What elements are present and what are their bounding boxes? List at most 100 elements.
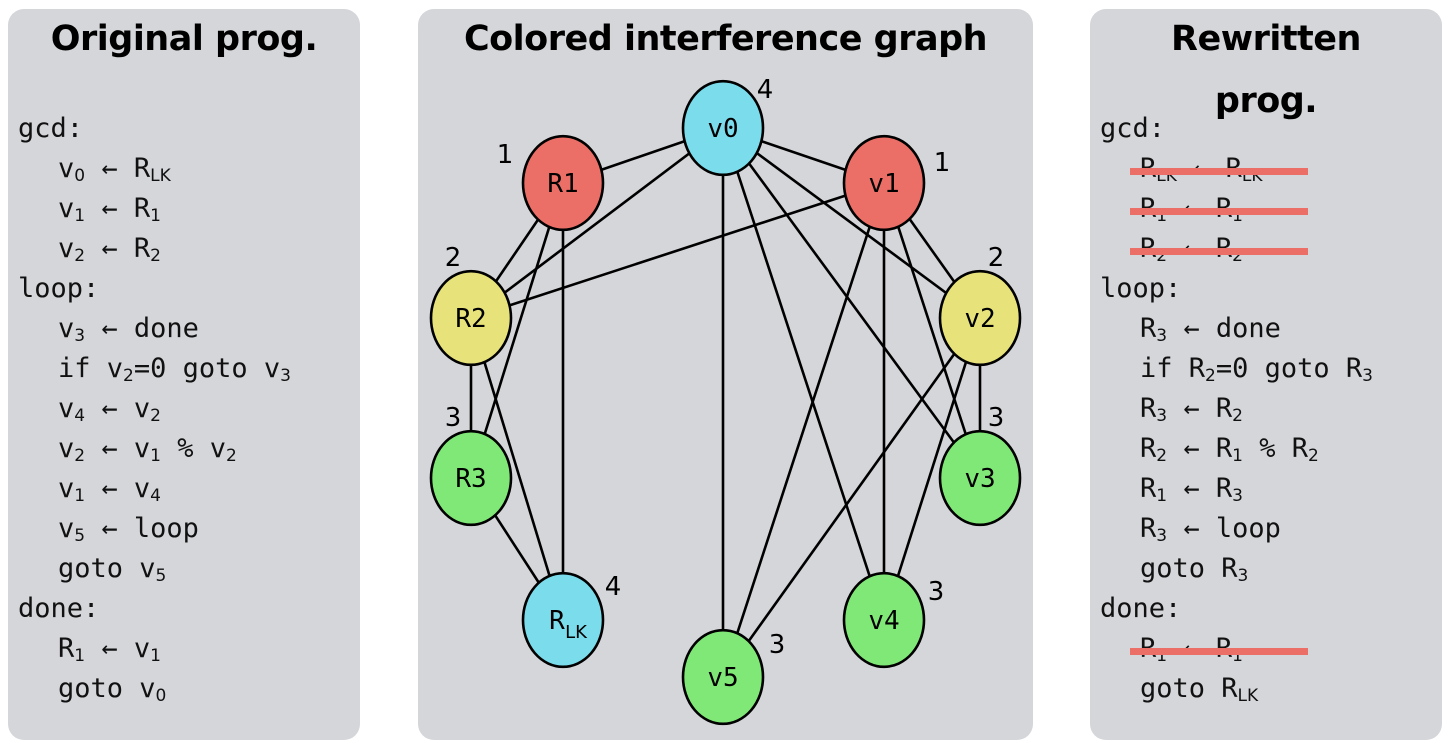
subscript: 1 (1232, 446, 1243, 466)
node-color-number: 3 (928, 577, 945, 607)
graph-edge-R1-R3 (469, 182, 565, 479)
code-text: R (1140, 473, 1157, 504)
node-label: v4 (868, 606, 899, 636)
code-text: goto v (58, 553, 156, 584)
code-text: ← R (85, 233, 151, 264)
subscript: 1 (150, 646, 161, 666)
node-color-number: 3 (769, 630, 786, 660)
node-circle (681, 79, 765, 177)
code-text: R (58, 633, 75, 664)
subscript: 3 (1232, 486, 1243, 506)
subscript: 1 (1232, 206, 1243, 226)
subscript: 2 (150, 406, 161, 426)
code-text: % R (1242, 433, 1308, 464)
code-text: ← done (85, 313, 199, 344)
subscript: 3 (1156, 326, 1168, 346)
strikethrough-mark (1130, 648, 1308, 655)
strikethrough-mark (1130, 248, 1308, 255)
node-color-number: 3 (445, 403, 462, 433)
node-color-number: 4 (605, 572, 622, 602)
node-color-number: 1 (934, 148, 951, 178)
subscript: LK (1237, 686, 1259, 706)
node-circle (521, 134, 605, 232)
subscript: 2 (74, 446, 86, 466)
code-text: v (58, 153, 75, 184)
graph-node-v2: v22 (938, 243, 1022, 367)
subscript: 2 (1156, 446, 1168, 466)
interference-graph-title: Colored interference graph (463, 19, 988, 59)
right-code-line: R3 ← loop (1100, 509, 1373, 549)
code-text: gcd: (18, 113, 84, 144)
graph-edge-v1-v5 (721, 182, 886, 678)
subscript: 5 (155, 566, 167, 586)
subscript: 4 (150, 486, 161, 506)
code-text: ← v (85, 433, 151, 464)
left-code-line: R1 ← v1 (18, 629, 291, 669)
node-color-number: 1 (497, 140, 514, 170)
subscript: 3 (1156, 406, 1168, 426)
left-code-line: gcd: (18, 109, 291, 149)
subscript: 1 (74, 486, 86, 506)
code-text: % v (160, 433, 226, 464)
node-color-number: 3 (988, 403, 1005, 433)
graph-node-v5: v5 3 (681, 628, 786, 726)
left-code-line: v0 ← RLK (18, 149, 291, 189)
node-label: v5 (707, 663, 738, 693)
code-text: loop: (18, 273, 100, 304)
right-code-line: gcd: (1100, 109, 1373, 149)
subscript: 1 (74, 646, 86, 666)
code-text: if v (58, 353, 124, 384)
left-code-line: if v2=0 goto v3 (18, 349, 291, 389)
subscript: 2 (1156, 246, 1168, 266)
subscript: 2 (1205, 366, 1216, 386)
node-label: R3 (455, 464, 486, 494)
graph-node-v0: v0 4 (681, 75, 774, 177)
strikethrough-mark (1130, 208, 1308, 215)
left-code-line: v4 ← v2 (18, 389, 291, 429)
subscript: 1 (150, 206, 161, 226)
graph-node-v4: v4 3 (842, 571, 945, 669)
subscript: 2 (1307, 446, 1319, 466)
code-text: v (58, 233, 75, 264)
right-code-line: R3 ← R2 (1100, 389, 1373, 429)
subscript: 3 (1156, 526, 1168, 546)
right-code-line: goto R3 (1100, 549, 1373, 589)
graph-edge-v1-v3 (882, 182, 982, 479)
code-text: if R (1140, 353, 1206, 384)
right-code-line: goto RLK (1100, 669, 1373, 709)
graph-edge-v2-v5 (721, 317, 982, 678)
node-circle (938, 429, 1022, 527)
code-text: R (1140, 313, 1157, 344)
right-code-line: if R2=0 goto R3 (1100, 349, 1373, 389)
code-text: done: (18, 593, 100, 624)
left-code-line: v1 ← R1 (18, 189, 291, 229)
node-circle (842, 571, 926, 669)
node-color-number: 4 (757, 75, 774, 105)
code-text: loop: (1100, 273, 1182, 304)
node-label: R2 (455, 304, 486, 334)
subscript: 2 (74, 246, 86, 266)
node-label: v2 (964, 304, 995, 334)
code-text: =0 goto v (133, 353, 281, 384)
graph-node-R2: R22 (429, 243, 513, 367)
node-label: v0 (707, 114, 738, 144)
left-code-line: v3 ← done (18, 309, 291, 349)
rewritten-program-panel: Rewritten prog. gcd:RLK ← RLKR1 ← R1R2 ←… (1090, 9, 1442, 740)
original-program-title: Original prog. (50, 19, 318, 59)
subscript: 2 (123, 366, 134, 386)
code-text: ← R (85, 153, 151, 184)
subscript: 3 (280, 366, 291, 386)
subscript: 2 (150, 246, 161, 266)
node-label-subscript: LK (565, 622, 588, 643)
graph-edge-v0-v3 (721, 127, 982, 479)
node-label: v1 (868, 169, 899, 199)
node-circle (681, 628, 765, 726)
rewritten-program-title-line1: Rewritten (1171, 19, 1361, 59)
code-text: v (58, 473, 75, 504)
left-code-line: done: (18, 589, 291, 629)
graph-node-R1: R11 (497, 134, 605, 232)
left-code-line: goto v0 (18, 669, 291, 709)
subscript: 1 (1156, 486, 1168, 506)
graph-edge-v1-R2 (470, 181, 885, 320)
strikethrough-mark (1130, 168, 1308, 175)
